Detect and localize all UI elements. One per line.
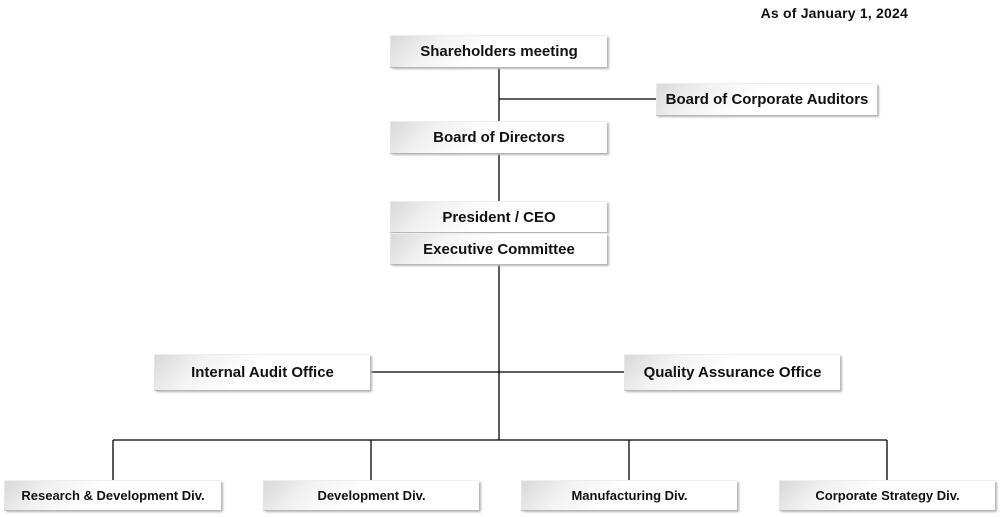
internal-audit-office-label: Internal Audit Office [191, 364, 334, 381]
corporate-strategy-div-label: Corporate Strategy Div. [815, 488, 960, 503]
president-ceo-label: President / CEO [442, 208, 556, 226]
development-div-box: Development Div. [263, 480, 479, 510]
manufacturing-div-label: Manufacturing Div. [571, 488, 688, 503]
as-of-date: As of January 1, 2024 [760, 5, 908, 21]
internal-audit-office-box: Internal Audit Office [154, 354, 370, 390]
corporate-strategy-div-box: Corporate Strategy Div. [779, 480, 995, 510]
shareholders-meeting-box: Shareholders meeting [390, 35, 607, 67]
quality-assurance-office-label: Quality Assurance Office [643, 364, 822, 381]
board-of-directors-box: Board of Directors [390, 121, 607, 153]
development-div-label: Development Div. [317, 488, 426, 503]
president-ceo-box: President / CEO [390, 201, 607, 232]
manufacturing-div-box: Manufacturing Div. [521, 480, 737, 510]
research-development-div-label: Research & Development Div. [21, 488, 205, 503]
shareholders-meeting-label: Shareholders meeting [420, 43, 578, 60]
board-of-corporate-auditors-box: Board of Corporate Auditors [656, 83, 877, 115]
quality-assurance-office-box: Quality Assurance Office [624, 354, 840, 390]
executive-committee-label: Executive Committee [423, 240, 575, 258]
research-development-div-box: Research & Development Div. [4, 480, 221, 510]
board-of-corporate-auditors-label: Board of Corporate Auditors [665, 91, 869, 108]
executive-committee-box: Executive Committee [390, 233, 607, 264]
board-of-directors-label: Board of Directors [433, 129, 565, 146]
